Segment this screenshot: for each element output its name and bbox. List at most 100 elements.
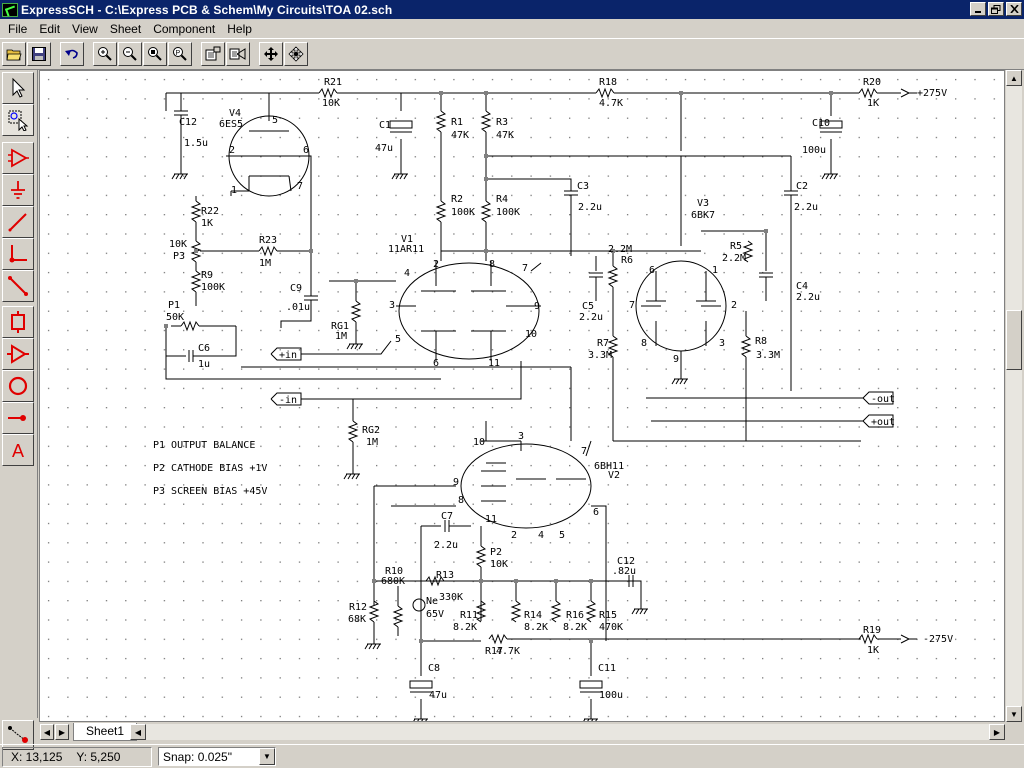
ground-hatch [821, 173, 826, 180]
label-r10v: 680K [381, 576, 405, 587]
capacitor-c11 [579, 680, 603, 689]
move-arrows-icon[interactable] [259, 42, 283, 66]
resistor-r4 [480, 200, 492, 223]
component-properties-icon[interactable] [201, 42, 225, 66]
part-box-icon[interactable] [2, 306, 34, 338]
text-tool-icon[interactable]: A [2, 434, 34, 466]
pin-number: 6 [593, 507, 599, 518]
select-component-icon[interactable] [2, 104, 34, 136]
scroll-thumb[interactable] [1006, 310, 1022, 370]
circle-component-icon[interactable] [2, 370, 34, 402]
vertical-scrollbar[interactable]: ▲ ▼ [1005, 70, 1022, 722]
pin-number: 7 [522, 263, 528, 274]
menu-help[interactable]: Help [227, 21, 252, 36]
horizontal-scrollbar[interactable]: ◀ ▶ [130, 724, 1005, 740]
pin-number: 2 [731, 300, 737, 311]
zoom-in-icon[interactable] [93, 42, 117, 66]
junction-dot [164, 324, 168, 328]
label-r5v: 2.2M [722, 253, 746, 264]
restore-button[interactable] [988, 2, 1004, 16]
label-c7v: 2.2u [434, 540, 458, 551]
label-r16: R16 [566, 610, 584, 621]
menu-view[interactable]: View [72, 21, 98, 36]
ground-hatch [829, 173, 834, 180]
chevron-down-icon[interactable]: ▼ [259, 748, 275, 765]
label-r17: R17 [485, 646, 503, 657]
menu-file[interactable]: File [8, 21, 28, 36]
ground-hatch [595, 718, 598, 721]
connection-dot-icon[interactable] [2, 402, 34, 434]
buffer-component-icon[interactable] [2, 338, 34, 370]
minimize-button[interactable] [970, 2, 986, 16]
wire [585, 440, 592, 457]
tab-next-icon[interactable]: ▶ [55, 724, 69, 740]
label-c10: C10 [812, 118, 830, 129]
ground-hatch [675, 378, 680, 385]
connect-pins-icon[interactable] [2, 720, 34, 750]
ground-hatch [346, 343, 351, 350]
zoom-fit-icon[interactable] [143, 42, 167, 66]
opamp-component-icon[interactable] [2, 142, 34, 174]
junction-dot [554, 579, 558, 583]
menu-sheet[interactable]: Sheet [109, 21, 142, 36]
label-r6: R6 [621, 255, 633, 266]
menu-component[interactable]: Component [153, 21, 216, 36]
send-to-pcb-icon[interactable] [226, 42, 250, 66]
scroll-up-button[interactable]: ▲ [1006, 70, 1022, 86]
pin-number: 3 [389, 300, 395, 311]
label-pin: +in [279, 350, 297, 361]
pan-arrows-icon[interactable] [284, 42, 308, 66]
open-folder-icon[interactable] [2, 42, 26, 66]
label-nev: 65V [426, 609, 444, 620]
label-r19: R19 [863, 625, 881, 636]
resistor-r6 [607, 265, 619, 288]
tab-sheet1[interactable]: Sheet1 [73, 723, 138, 741]
label-p2v: 10K [490, 559, 508, 570]
label-c12a: C12 [179, 117, 197, 128]
ground-component-icon[interactable] [2, 174, 34, 206]
ground-hatch [413, 718, 416, 721]
resistor-r9 [190, 270, 202, 293]
menu-edit[interactable]: Edit [39, 21, 61, 36]
junction-dot [354, 279, 358, 283]
scroll-left-button[interactable]: ◀ [130, 724, 146, 740]
label-r17v: 4.7K [496, 646, 520, 657]
label-c5: C5 [582, 301, 594, 312]
pin-number: 3 [719, 338, 725, 349]
close-button[interactable] [1006, 2, 1022, 16]
label-p1: P1 [168, 300, 180, 311]
junction-dot [829, 91, 833, 95]
menu-bar: File Edit View Sheet Component Help [0, 19, 1024, 38]
zoom-page-icon[interactable]: P [168, 42, 192, 66]
ground-hatch [825, 173, 830, 180]
save-disk-icon[interactable] [27, 42, 51, 66]
wire-tool-icon[interactable] [2, 206, 34, 238]
diagonal-wire-icon[interactable] [2, 270, 34, 302]
label-nin: -in [279, 395, 297, 406]
wire-corner-icon[interactable] [2, 238, 34, 270]
tab-prev-icon[interactable]: ◀ [40, 724, 54, 740]
label-r11v: 8.2K [453, 622, 477, 633]
zoom-out-icon[interactable] [118, 42, 142, 66]
pin-number: 5 [395, 334, 401, 345]
label-c12b: C12 [617, 556, 635, 567]
pin-number: 10 [525, 329, 537, 340]
snap-select[interactable]: Snap: 0.025" ▼ [158, 747, 276, 766]
pin-number: 6 [649, 265, 655, 276]
scroll-down-button[interactable]: ▼ [1006, 706, 1022, 722]
select-arrow-icon[interactable] [2, 72, 34, 104]
potentiometer-p2 [475, 545, 487, 568]
undo-icon[interactable] [60, 42, 84, 66]
pin-number: 8 [458, 495, 464, 506]
wire [530, 262, 542, 272]
label-c2: C2 [796, 181, 808, 192]
label-c2v: 2.2u [794, 202, 818, 213]
label-r9v: 100K [201, 282, 225, 293]
scroll-right-button[interactable]: ▶ [989, 724, 1005, 740]
tube-v2-envelope [460, 443, 592, 529]
net-tag [862, 391, 894, 405]
label-rg2: RG2 [362, 425, 380, 436]
ground-hatch [425, 718, 428, 721]
pin-number: 11 [485, 514, 497, 525]
